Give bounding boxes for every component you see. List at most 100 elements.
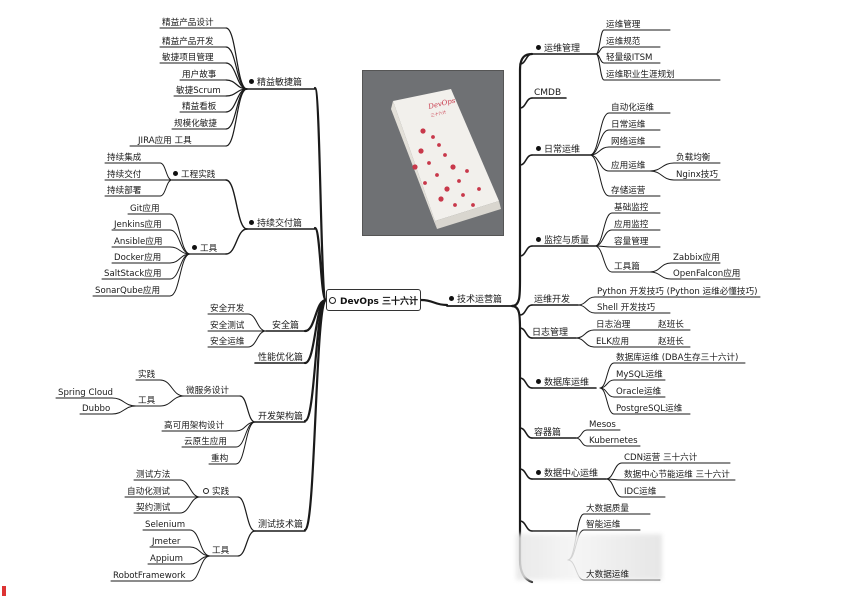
leaf-selenium: Selenium (145, 520, 186, 530)
leaf-connector (179, 496, 201, 514)
leaf-connector (595, 53, 605, 81)
leaf-mon-2: 应用监控 (614, 220, 649, 230)
book-dot (412, 164, 418, 170)
leaf-cd-tool-5: SaltStack应用 (104, 269, 162, 279)
book-cover-subtitle: 三十六计 (430, 108, 447, 118)
leaf-connector (575, 329, 595, 339)
branch-connector (519, 427, 533, 439)
leaf-mon-3: 容量管理 (614, 237, 649, 247)
branch-cmdb: CMDB (534, 88, 562, 98)
branch-testing: 测试技术篇 (258, 520, 304, 530)
bullet-icon (249, 79, 254, 84)
book-image: DevOps 三十六计 (363, 71, 503, 235)
leaf-connector (649, 170, 675, 181)
branch-connector (519, 154, 533, 166)
leaf-connector (169, 213, 191, 255)
leaf-cd-tool-2: Jenkins应用 (114, 220, 162, 230)
leaf-dubbo: Dubbo (82, 404, 111, 414)
bullet-icon (536, 45, 541, 50)
edge-mark (2, 586, 6, 596)
ring-icon (203, 488, 209, 494)
leaf-om-4: 运维职业生涯规划 (606, 70, 675, 80)
main-branch-connector (313, 226, 328, 302)
leaf-connector (169, 229, 191, 255)
leaf-cd-2: 持续交付 (107, 170, 142, 180)
leaf-connector (247, 330, 267, 348)
leaf-appium: Appium (150, 554, 183, 564)
sub-test-practice: 实践 (203, 487, 229, 497)
book-dot (420, 128, 426, 134)
branch-tech-ops: 技术运营篇 (449, 295, 502, 305)
bullet-icon (192, 245, 197, 250)
leaf-cd-tool-1: Git应用 (130, 204, 160, 214)
leaf-python: Python 开发技巧 (Python 运维必懂技巧) (597, 287, 758, 297)
leaf-connector (589, 154, 610, 197)
branch-continuous-delivery: 持续交付篇 (249, 219, 302, 229)
branch-connector (519, 327, 533, 339)
leaf-kubernetes: Kubernetes (589, 436, 638, 446)
book-dot (444, 186, 450, 192)
sub-test-tools: 工具 (212, 546, 230, 556)
book-dot (465, 169, 469, 173)
branch-connector (519, 377, 533, 389)
leaf-log-governance: 日志治理 (596, 320, 631, 330)
blurred-watermark (516, 534, 662, 580)
leaf-connector (594, 229, 613, 247)
leaf-connector (225, 46, 248, 90)
branch-log-mgmt: 日志管理 (532, 328, 569, 338)
leaf-connector (577, 296, 596, 306)
branch-lean-agile: 精益敏捷篇 (249, 78, 302, 88)
leaf-connector (594, 212, 613, 247)
leaf-mesos: Mesos (589, 420, 616, 430)
main-branch-connector (313, 86, 328, 302)
leaf-connector (649, 271, 672, 280)
leaf-micro-practice: 实践 (138, 370, 156, 380)
leaf-connector (575, 437, 588, 447)
book-dot (423, 181, 427, 185)
sub-connector (225, 179, 248, 230)
leaf-connector (649, 162, 675, 172)
leaf-cd-tool-3: Ansible应用 (114, 237, 163, 247)
leaf-mon-1: 基础监控 (614, 203, 649, 213)
leaf-connector (169, 253, 191, 297)
leaf-elk: ELK应用 (596, 337, 630, 347)
leaf-lean-8: JIRA应用 工具 (138, 136, 192, 146)
leaf-cloud-native: 云原生应用 (184, 437, 227, 447)
leaf-dc-energy: 数据中心节能运维 三十六计 (624, 470, 730, 480)
leaf-lean-3: 敏捷项目管理 (162, 53, 214, 63)
leaf-test-1: 测试方法 (136, 470, 171, 480)
book-dot (443, 153, 447, 157)
leaf-bigdata-ops: 大数据运维 (586, 570, 629, 580)
leaf-connector (225, 88, 248, 130)
main-branch-connector (303, 298, 328, 532)
leaf-storage: 存储运营 (611, 186, 646, 196)
sub-engineering-practice: 工程实践 (173, 170, 215, 180)
leaf-ha-architecture: 高可用架构设计 (164, 421, 225, 431)
leaf-cd-1: 持续集成 (107, 153, 142, 163)
leaf-connector (189, 529, 211, 557)
leaf-connector (594, 245, 613, 273)
leaf-lean-4: 用户故事 (182, 70, 217, 80)
leaf-connector (605, 478, 623, 498)
book-dot (477, 187, 481, 191)
leaf-db-3: Oracle运维 (616, 387, 662, 397)
book-dot (453, 203, 457, 207)
sub-microservice: 微服务设计 (186, 386, 229, 396)
leaf-micro-tools: 工具 (138, 396, 156, 406)
leaf-connector (159, 179, 173, 197)
leaf-cd-tool-4: Docker应用 (114, 253, 162, 263)
trunk-connector (510, 52, 534, 308)
leaf-spring-cloud: Spring Cloud (58, 388, 114, 398)
leaf-cd-3: 持续部署 (107, 186, 142, 196)
leaf-zabbix: Zabbix应用 (673, 253, 720, 263)
bullet-icon (536, 146, 541, 151)
main-branch-connector (419, 298, 449, 307)
sub-cd-tools: 工具 (192, 244, 217, 254)
branch-architecture: 开发架构篇 (258, 412, 304, 422)
branch-connector (519, 520, 533, 532)
leaf-connector (589, 146, 610, 156)
leaf-test-3: 契约测试 (136, 503, 171, 513)
leaf-sec-1: 安全开发 (210, 304, 245, 314)
leaf-db-1: 数据库运维 (DBA生存三十六计) (616, 353, 739, 363)
